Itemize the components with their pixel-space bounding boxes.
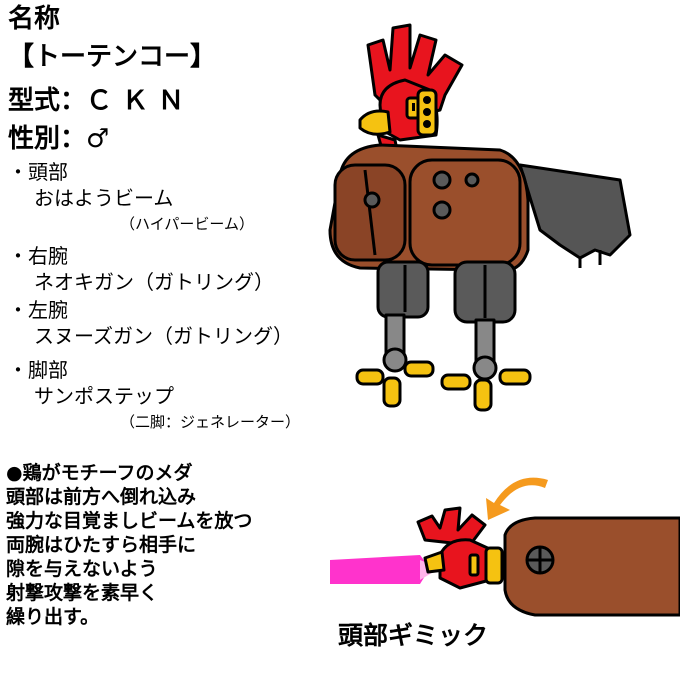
gender-label: 性別： — [8, 124, 87, 154]
part-legs: ・脚部 — [8, 358, 68, 382]
weapon-head: おはようビーム — [34, 186, 174, 210]
head — [378, 78, 439, 142]
part-head: ・頭部 — [8, 160, 68, 184]
weapon-legs: サンポステップ — [34, 384, 174, 408]
eye-icon — [405, 96, 421, 120]
part-name-right-arm: 右腕 — [28, 244, 68, 268]
gender-row: 性別：♂ — [8, 124, 109, 154]
description-line: ●鶏がモチーフのメダ — [6, 462, 193, 484]
name-value: 【トーテンコー】 — [8, 42, 217, 72]
name-label: 名称 — [8, 4, 61, 34]
weapon-left-arm: スヌーズガン（ガトリング） — [34, 324, 293, 348]
part-name-head: 頭部 — [28, 160, 68, 184]
leg-left-upper — [376, 260, 430, 319]
part-bullet: ・ — [8, 244, 28, 268]
description-line: 強力な目覚ましビームを放つ — [6, 510, 253, 532]
right-arm-cannon — [408, 158, 522, 267]
model-value: ＣＫＮ — [86, 86, 195, 116]
wattle — [376, 133, 402, 167]
description-line: 頭部は前方へ倒れ込み — [6, 486, 197, 508]
head-gimmick-illustration — [330, 477, 680, 617]
gimmick-head — [438, 538, 494, 590]
ear — [416, 88, 438, 137]
part-name-legs: 脚部 — [28, 358, 68, 382]
pink-beam — [330, 555, 430, 584]
note-legs: （二脚：ジェネレーター） — [120, 413, 301, 431]
tail-fan — [518, 163, 632, 260]
part-bullet: ・ — [8, 160, 28, 184]
model-label: 型式： — [8, 86, 87, 116]
description-line: 両腕はひたすら相手に — [6, 534, 197, 556]
description-line: 隙を与えないよう — [6, 558, 158, 580]
part-left-arm: ・左腕 — [8, 298, 68, 322]
torso — [328, 143, 530, 273]
gimmick-comb-icon — [416, 506, 487, 547]
left-arm-cannon — [333, 163, 407, 262]
note-head: （ハイパービーム） — [120, 215, 254, 233]
beak-icon — [358, 109, 392, 136]
part-name-left-arm: 左腕 — [28, 298, 68, 322]
gimmick-caption: 頭部ギミック — [338, 621, 489, 650]
foot-right — [440, 355, 532, 412]
part-right-arm: ・右腕 — [8, 244, 68, 268]
gimmick-torso — [503, 516, 680, 617]
comb-icon — [366, 23, 464, 122]
leg-right-upper — [453, 260, 517, 324]
weapon-right-arm: ネオキガン（ガトリング） — [34, 270, 274, 294]
model-row: 型式：ＣＫＮ — [8, 86, 194, 116]
description-line: 繰り出す。 — [6, 606, 100, 628]
part-bullet: ・ — [8, 298, 28, 322]
description-line: 射撃攻撃を素早く — [6, 582, 159, 604]
foot-left — [355, 347, 435, 408]
part-bullet: ・ — [8, 358, 28, 382]
gender-value: ♂ — [86, 124, 110, 154]
rotate-arrow-icon — [486, 477, 548, 520]
